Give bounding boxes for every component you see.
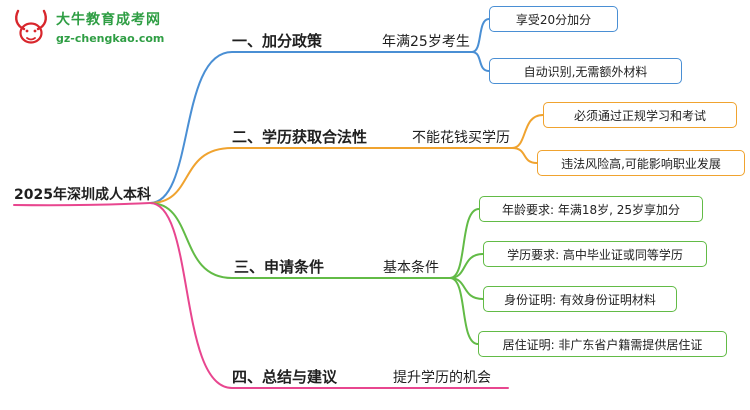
branch4-sub: 提升学历的机会 — [393, 370, 491, 386]
branch4-label: 四、总结与建议 — [232, 368, 338, 386]
branch1-label: 一、加分政策 — [232, 32, 323, 50]
branch2-label: 二、学历获取合法性 — [232, 128, 368, 146]
branch3-sub: 基本条件 — [383, 260, 439, 276]
branch3-leaf1-connector — [449, 208, 480, 279]
branch4-connector — [149, 202, 509, 389]
root-underline — [13, 202, 151, 207]
branch3-connector — [149, 202, 451, 279]
branch3-leaf-4: 居住证明: 非广东省户籍需提供居住证 — [478, 331, 727, 357]
branch3-leaf-1: 年龄要求: 年满18岁, 25岁享加分 — [479, 196, 703, 222]
branch3-leaf2-connector — [449, 253, 484, 279]
branch2-sub: 不能花钱买学历 — [412, 130, 510, 146]
branch1-leaf-2: 自动识别,无需额外材料 — [489, 58, 682, 84]
logo-subtitle: gz-chengkao.com — [56, 32, 165, 45]
branch2-leaf-2: 违法风险高,可能影响职业发展 — [537, 150, 745, 176]
site-logo: 大牛教育成考网 gz-chengkao.com — [10, 6, 164, 48]
bull-logo-icon — [15, 9, 47, 44]
branch2-leaf1-connector — [511, 114, 544, 149]
branch1-leaf2-connector — [471, 51, 490, 72]
root-node: 2025年深圳成人本科 — [14, 187, 151, 203]
branch3-leaf4-connector — [449, 277, 479, 345]
branch1-connector — [149, 51, 473, 204]
branch2-leaf2-connector — [511, 147, 538, 164]
branch1-leaf1-connector — [471, 18, 490, 53]
logo-title: 大牛教育成考网 — [56, 12, 161, 28]
branch2-connector — [149, 147, 513, 204]
branch2-leaf-1: 必须通过正规学习和考试 — [543, 102, 737, 128]
branch3-leaf-3: 身份证明: 有效身份证明材料 — [483, 286, 677, 312]
branch3-leaf-2: 学历要求: 高中毕业证或同等学历 — [483, 241, 707, 267]
branch3-label: 三、申请条件 — [234, 258, 325, 276]
branch1-sub: 年满25岁考生 — [382, 34, 470, 50]
branch1-leaf-1: 享受20分加分 — [489, 6, 618, 32]
